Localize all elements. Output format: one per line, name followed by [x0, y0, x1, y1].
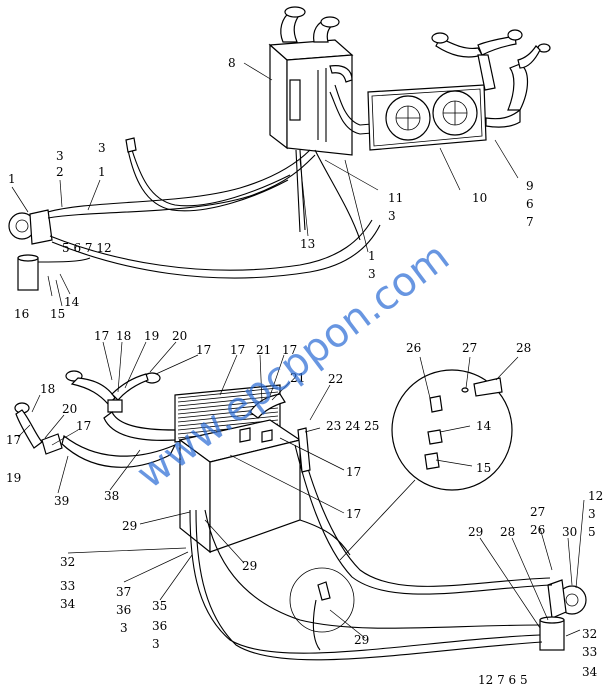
label-34: 34 — [60, 597, 76, 611]
right-ducts — [431, 29, 551, 128]
label-17: 17 — [94, 329, 109, 343]
label-30: 30 — [562, 525, 577, 539]
label-15: 15 — [50, 307, 65, 321]
detail-magnifier — [289, 369, 513, 633]
label-1: 1 — [8, 172, 16, 186]
bottom-part-numbers: 17 18 19 20 17 17 21 17 18 20 17 17 19 2… — [6, 329, 603, 687]
label-9: 9 — [526, 179, 534, 193]
label-12-7-6-5: 12 7 6 5 — [478, 673, 528, 687]
label-22: 22 — [328, 372, 343, 386]
label-11: 11 — [388, 191, 403, 205]
label-37: 37 — [116, 585, 131, 599]
label-26: 26 — [530, 523, 545, 537]
top-leader-lines — [11, 62, 519, 307]
label-17: 17 — [196, 343, 211, 357]
top-hoses — [37, 137, 381, 279]
label-17: 17 — [6, 433, 21, 447]
label-8: 8 — [228, 56, 236, 70]
label-3: 3 — [98, 141, 106, 155]
label-29: 29 — [122, 519, 137, 533]
label-3: 3 — [152, 637, 160, 651]
label-18: 18 — [116, 329, 131, 343]
top-part-numbers: 1 3 2 3 1 5 6 7 12 16 15 14 8 10 9 6 7 1… — [8, 56, 534, 321]
label-28: 28 — [516, 341, 531, 355]
label-26: 26 — [406, 341, 421, 355]
label-3: 3 — [56, 149, 64, 163]
label-14: 14 — [64, 295, 80, 309]
compressor — [8, 209, 53, 291]
label-3: 3 — [368, 267, 376, 281]
label-3: 3 — [388, 209, 396, 223]
label-36: 36 — [152, 619, 167, 633]
label-17: 17 — [346, 465, 361, 479]
label-27: 27 — [530, 505, 545, 519]
label-12: 12 — [588, 489, 603, 503]
label-32: 32 — [60, 555, 75, 569]
bottom-left-ducts — [14, 370, 177, 468]
label-20: 20 — [62, 402, 77, 416]
label-1: 1 — [98, 165, 106, 179]
condenser-fans — [367, 84, 487, 151]
label-2: 2 — [56, 165, 64, 179]
label-34: 34 — [582, 665, 598, 679]
label-23-24-25: 23 24 25 — [326, 419, 379, 433]
label-38: 38 — [104, 489, 119, 503]
bottom-heater-core — [174, 384, 302, 554]
label-29: 29 — [354, 633, 369, 647]
label-3: 3 — [120, 621, 128, 635]
label-1: 1 — [368, 249, 376, 263]
label-5: 5 — [588, 525, 596, 539]
label-20: 20 — [172, 329, 187, 343]
label-36: 36 — [116, 603, 131, 617]
label-7: 7 — [526, 215, 534, 229]
label-21: 21 — [290, 371, 305, 385]
label-27: 27 — [462, 341, 477, 355]
heater-unit — [268, 6, 373, 156]
label-16: 16 — [14, 307, 29, 321]
label-29: 29 — [468, 525, 483, 539]
label-19: 19 — [144, 329, 159, 343]
label-14: 14 — [476, 419, 492, 433]
label-17: 17 — [230, 343, 245, 357]
label-35: 35 — [152, 599, 167, 613]
label-10: 10 — [472, 191, 487, 205]
label-17: 17 — [282, 343, 297, 357]
label-29: 29 — [242, 559, 257, 573]
label-19: 19 — [6, 471, 21, 485]
bottom-leader-lines — [17, 341, 585, 639]
label-5-6-7-12: 5 6 7 12 — [62, 241, 112, 255]
label-33: 33 — [582, 645, 597, 659]
label-33: 33 — [60, 579, 75, 593]
label-21: 21 — [256, 343, 271, 357]
label-3: 3 — [588, 507, 596, 521]
label-17: 17 — [76, 419, 91, 433]
bottom-compressor — [539, 579, 587, 651]
label-6: 6 — [526, 197, 534, 211]
label-15: 15 — [476, 461, 491, 475]
label-39: 39 — [54, 494, 69, 508]
label-17: 17 — [346, 507, 361, 521]
bottom-hoses — [189, 427, 553, 661]
label-13: 13 — [300, 237, 315, 251]
label-18: 18 — [40, 382, 55, 396]
label-32: 32 — [582, 627, 597, 641]
label-28: 28 — [500, 525, 515, 539]
